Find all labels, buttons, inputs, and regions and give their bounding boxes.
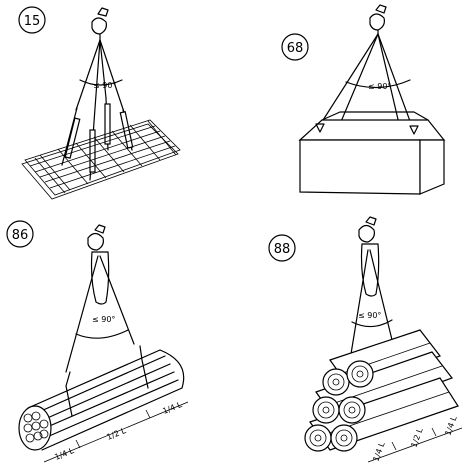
panel-15: 15 ≤ 90°: [18, 6, 181, 200]
angle-indicator: ≤ 90°: [75, 315, 129, 339]
spreader-bars: [64, 103, 134, 173]
svg-text:1/4 L: 1/4 L: [161, 400, 183, 416]
svg-text:1/2 L: 1/2 L: [409, 426, 424, 448]
svg-text:68: 68: [287, 41, 304, 56]
panel-88: 88 ≤ 90°: [268, 216, 463, 463]
svg-text:1/4 L: 1/4 L: [53, 446, 75, 462]
panel-number-badge: 68: [281, 33, 309, 61]
svg-text:15: 15: [24, 14, 41, 29]
angle-indicator: ≤ 90°: [345, 79, 411, 91]
crane-hook-icon: [358, 216, 380, 297]
svg-text:≤ 90°: ≤ 90°: [92, 315, 115, 324]
coil-ends: [304, 360, 374, 452]
svg-text:1/4 L: 1/4 L: [443, 414, 458, 436]
crane-hook-icon: [87, 224, 110, 305]
panel-86: 86 ≤ 90°: [6, 220, 189, 463]
svg-text:1/2 L: 1/2 L: [105, 426, 127, 442]
crane-hook-icon: [369, 4, 387, 35]
angle-indicator: ≤ 90°: [351, 311, 393, 328]
svg-text:86: 86: [12, 228, 29, 243]
svg-text:1/4 L: 1/4 L: [371, 440, 386, 462]
bar-bundle: [18, 345, 185, 451]
sling-legs: [317, 33, 415, 133]
panel-number-badge: 15: [18, 6, 46, 34]
svg-text:88: 88: [274, 242, 291, 257]
angle-indicator: ≤ 90°: [79, 79, 123, 90]
svg-text:≤ 90°: ≤ 90°: [368, 82, 391, 91]
panel-number-badge: 88: [268, 234, 296, 262]
concrete-block: [298, 111, 446, 195]
crane-hook-icon: [91, 7, 109, 41]
panel-68: 68 ≤ 90°: [281, 4, 446, 195]
sling-legs: [65, 255, 135, 373]
sling-legs: [61, 39, 133, 181]
svg-text:≤ 90°: ≤ 90°: [358, 311, 381, 320]
rebar-mesh: [21, 119, 181, 200]
panel-number-badge: 86: [6, 220, 34, 248]
coil-stack: [304, 329, 459, 452]
length-dimensions: 1/4 L 1/2 L 1/4 L: [43, 400, 189, 463]
svg-text:≤ 90°: ≤ 90°: [93, 81, 116, 90]
sling-legs: [349, 249, 395, 361]
